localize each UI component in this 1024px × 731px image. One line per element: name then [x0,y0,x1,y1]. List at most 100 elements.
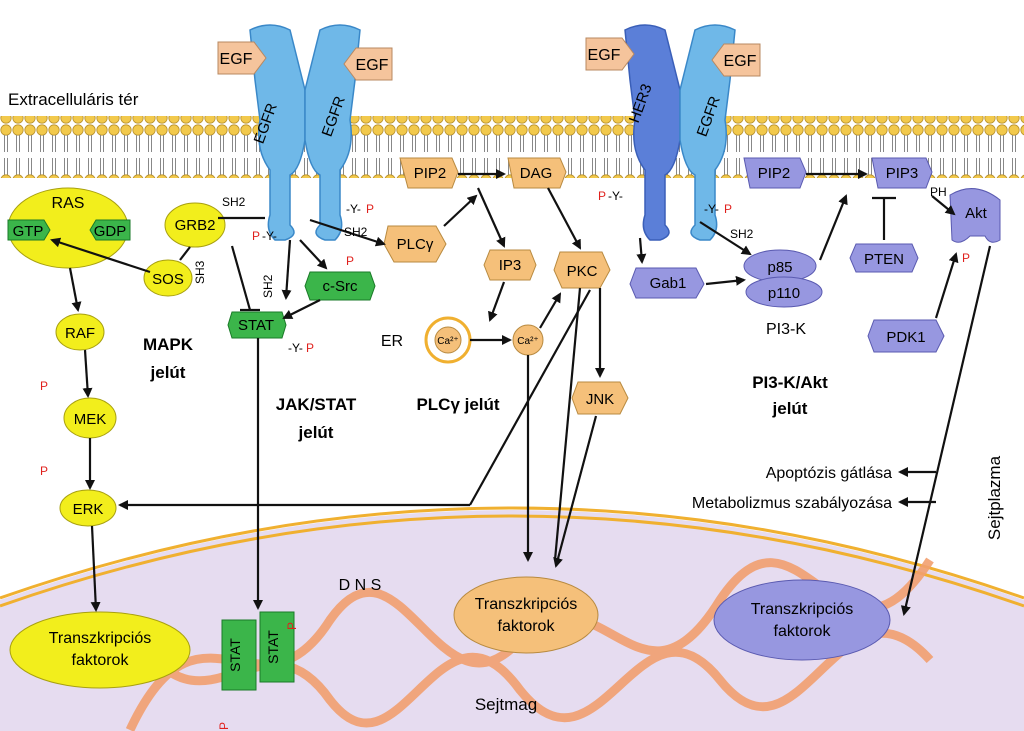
raf-node: RAF [55,313,105,351]
svg-text:ER: ER [381,333,403,350]
grb2-node: GRB2 [164,202,226,248]
metabolism-regulation-label: Metabolizmus szabályozása [692,495,892,512]
calcium-node: Ca²⁺ [512,324,544,356]
annotations: SH2 SH3 P -Y- -Y- P SH2 SH2 -Y- P P P P … [40,185,970,730]
svg-text:PI3-K/Akt: PI3-K/Akt [752,373,828,392]
svg-text:STAT: STAT [227,638,243,672]
pip2-node-2: PIP2 [743,157,807,189]
p85-node: p85 [743,249,817,283]
egf-ligand-3: EGF [585,37,635,71]
p110-node: p110 [745,276,823,308]
svg-text:EGF: EGF [724,53,757,70]
svg-text:STAT: STAT [238,317,274,334]
svg-text:P: P [962,251,970,265]
svg-text:EGF: EGF [356,57,389,74]
svg-text:ERK: ERK [73,501,104,518]
svg-text:p110: p110 [768,285,800,302]
svg-text:PIP2: PIP2 [414,165,447,182]
svg-text:jelút: jelút [298,423,334,442]
svg-text:PIP3: PIP3 [886,165,919,182]
svg-text:SOS: SOS [152,271,184,288]
dag-node: DAG [507,157,567,189]
pi3k-label: PI3-K [766,321,806,338]
svg-text:faktorok: faktorok [498,618,556,635]
mek-node: MEK [63,397,117,439]
erk-node: ERK [59,489,117,527]
egf-ligand-1: EGF [217,41,267,75]
svg-text:p85: p85 [767,259,792,276]
svg-text:SH2: SH2 [730,227,754,241]
pip3-node: PIP3 [871,157,933,189]
pathway-arrows [50,169,992,616]
svg-text:-Y-: -Y- [704,202,719,216]
svg-text:IP3: IP3 [499,257,522,274]
svg-text:P: P [285,622,299,630]
er-compartment: Ca²⁺ ER [381,316,472,364]
svg-text:Akt: Akt [965,205,988,222]
svg-text:-Y-: -Y- [262,229,277,243]
svg-text:JAK/STAT: JAK/STAT [276,395,357,414]
svg-text:EGF: EGF [220,51,253,68]
svg-text:P: P [252,229,260,243]
svg-text:EGF: EGF [588,47,621,64]
svg-text:PLCγ: PLCγ [397,236,434,253]
svg-text:Transzkripciós: Transzkripciós [751,601,854,618]
svg-text:PIP2: PIP2 [758,165,791,182]
nucleus-label: Sejtmag [475,695,537,714]
svg-text:-Y-: -Y- [288,341,303,355]
svg-text:JNK: JNK [586,391,614,408]
extracellular-label: Extracelluláris tér [8,90,139,109]
svg-text:DAG: DAG [520,165,553,182]
tf-yellow: Transzkripciós faktorok [9,611,191,689]
svg-text:RAF: RAF [65,325,95,342]
ip3-node: IP3 [483,249,537,281]
plcg-node: PLCγ [383,225,447,263]
svg-text:-Y-: -Y- [346,202,361,216]
svg-text:PLCγ jelút: PLCγ jelút [416,395,499,414]
gtp-node: GTP [7,219,51,241]
egfr-dimer-receptor [249,24,361,241]
svg-text:P: P [40,379,48,393]
stat-node: STAT [227,311,287,339]
svg-text:Transzkripciós: Transzkripciós [49,630,152,647]
svg-text:GTP: GTP [13,223,44,240]
gdp-node: GDP [89,219,131,241]
svg-text:-Y-: -Y- [608,189,623,203]
svg-text:P: P [40,464,48,478]
gab1-node: Gab1 [629,267,705,299]
sos-node: SOS [143,259,193,297]
akt-node: Akt [949,188,1001,243]
svg-text:STAT: STAT [265,630,281,664]
svg-text:MEK: MEK [74,411,107,428]
svg-text:SH2: SH2 [222,195,246,209]
pdk1-node: PDK1 [867,319,945,353]
svg-text:Transzkripciós: Transzkripciós [475,596,578,613]
svg-text:SH2: SH2 [344,225,368,239]
tf-orange: Transzkripciós faktorok [453,576,599,654]
svg-text:Ca²⁺: Ca²⁺ [437,336,458,347]
svg-text:SH2: SH2 [261,274,275,298]
svg-text:RAS: RAS [52,195,85,212]
pip2-node-1: PIP2 [399,157,459,189]
svg-text:faktorok: faktorok [774,623,832,640]
apoptosis-inhibition-label: Apoptózis gátlása [766,465,892,482]
jnk-node: JNK [571,381,629,415]
svg-text:c-Src: c-Src [323,278,358,295]
svg-text:P: P [598,189,606,203]
svg-text:P: P [346,254,354,268]
svg-text:MAPK: MAPK [143,335,194,354]
svg-text:Ca²⁺: Ca²⁺ [517,336,538,347]
svg-text:GDP: GDP [94,223,127,240]
svg-text:PKC: PKC [567,263,598,280]
svg-text:Gab1: Gab1 [650,275,687,292]
svg-text:PTEN: PTEN [864,251,904,268]
cytoplasm-label: Sejtplazma [985,455,1004,540]
tf-purple: Transzkripciós faktorok [713,579,891,661]
svg-text:jelút: jelút [150,363,186,382]
svg-text:P: P [306,341,314,355]
dna-label: D N S [339,577,382,594]
svg-text:jelút: jelút [772,399,808,418]
svg-text:PH: PH [930,185,947,199]
svg-text:SH3: SH3 [193,260,207,284]
